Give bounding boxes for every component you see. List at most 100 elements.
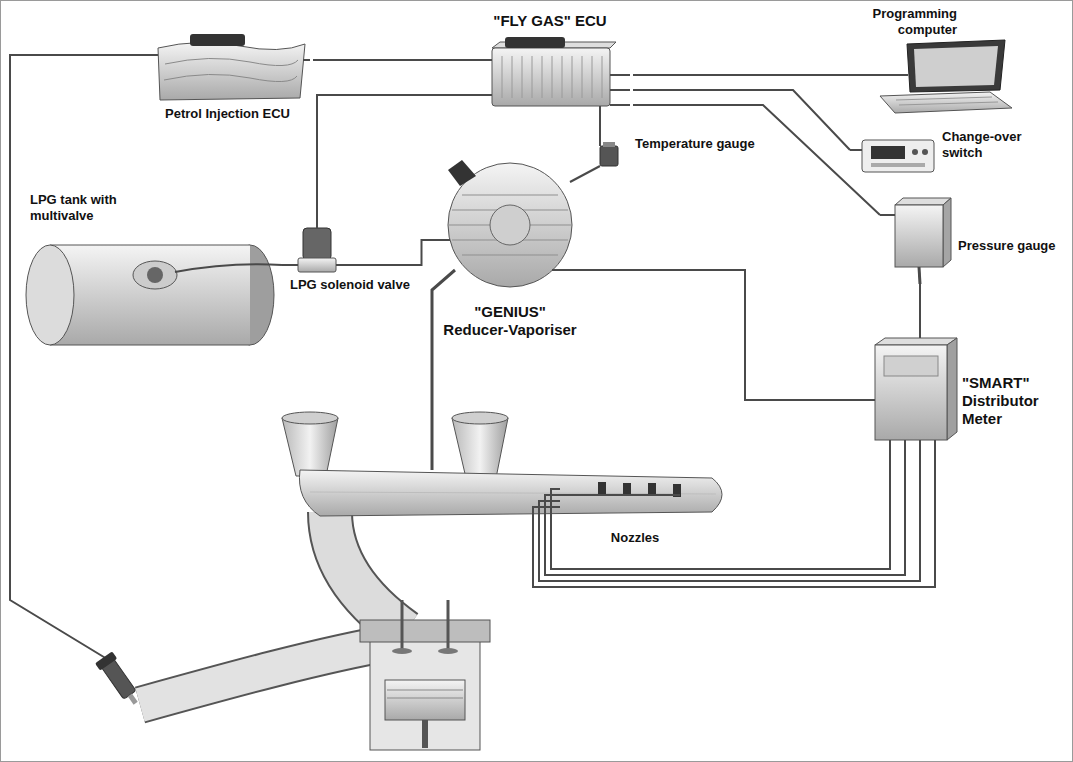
part-label: Change-over switch (942, 129, 1064, 160)
flygas-ecu-unit (599, 106, 601, 112)
component-node: Change-over switch (850, 125, 1067, 180)
distributor-meter (919, 440, 921, 478)
nozzle-tubes (539, 478, 920, 581)
component-node: "GENIUS" Reducer-Vaporiser (425, 155, 595, 345)
wire-connector (317, 95, 470, 222)
lpg-tank (50, 245, 250, 345)
flygas-ecu-unit (502, 56, 503, 98)
intake-manifold (299, 470, 722, 516)
lpg-tank (26, 245, 282, 345)
part-label: Temperature gauge (635, 136, 770, 152)
engine-cylinder (385, 680, 465, 720)
flygas-ecu-unit (470, 37, 630, 112)
intake-manifold (330, 512, 405, 632)
reducer-vaporiser (425, 239, 450, 241)
petrol-ecu-unit (164, 74, 297, 81)
temperature-sensor (599, 128, 601, 146)
gas-nozzles (560, 494, 680, 496)
intake-manifold (452, 412, 508, 424)
component-node: Temperature gauge (595, 128, 775, 173)
flygas-ecu-unit (492, 48, 610, 106)
solenoid-valve (298, 258, 336, 272)
temperature-sensor (603, 142, 615, 147)
part-label: "FLY GAS" ECU (470, 12, 630, 30)
distributor-meter (919, 330, 921, 338)
distributor-meter (875, 345, 947, 440)
lpg-tank (50, 245, 250, 246)
changeover-switch (850, 149, 862, 151)
wire-connector (418, 240, 425, 265)
pressure-sensor (880, 198, 951, 284)
changeover-switch (871, 163, 925, 167)
flygas-ecu-unit (470, 59, 492, 61)
wire-connector (545, 478, 905, 575)
reducer-vaporiser (432, 270, 455, 470)
gas-nozzles (560, 482, 681, 497)
engine-cylinder (401, 600, 404, 650)
laptop-computer (899, 102, 998, 105)
flygas-ecu-unit (505, 37, 565, 48)
petrol-ecu-unit (303, 59, 310, 61)
pressure-sensor (895, 205, 943, 267)
distributor-meter (875, 338, 957, 345)
solenoid-valve (290, 222, 418, 272)
laptop-computer (835, 74, 908, 76)
reducer-vaporiser (448, 160, 476, 186)
gas-nozzles (598, 482, 606, 495)
flygas-ecu-unit (470, 60, 630, 112)
reducer-vaporiser (570, 166, 600, 182)
component-node: "FLY GAS" ECU (470, 10, 633, 112)
distributor-meter (904, 440, 906, 478)
wire-connector (633, 74, 835, 76)
intake-manifold (282, 412, 338, 424)
pressure-sensor (943, 198, 951, 267)
flygas-ecu-unit (582, 56, 583, 98)
engine-cylinder (447, 600, 450, 650)
engine-cylinder (387, 690, 463, 691)
changeover-switch (912, 149, 918, 155)
petrol-ecu-unit (158, 42, 305, 100)
flygas-ecu-unit (532, 56, 533, 98)
component-node: "SMART" Distributor Meter (862, 330, 1066, 478)
engine-cylinder (360, 600, 490, 750)
engine-cylinder (438, 648, 458, 654)
reducer-vaporiser (462, 195, 558, 196)
laptop-computer (907, 40, 1005, 92)
part-label: LPG solenoid valve (290, 277, 415, 293)
wire-connector (282, 264, 290, 266)
nozzle-tubes (533, 478, 935, 587)
petrol-injector (128, 694, 138, 705)
intake-manifold (452, 418, 508, 478)
temperature-sensor (600, 128, 618, 166)
solenoid-valve (290, 264, 298, 266)
lpg-tank (26, 245, 74, 345)
lpg-tank (133, 261, 177, 289)
part-label: Nozzles (560, 530, 710, 546)
flygas-ecu-unit (610, 104, 630, 106)
distributor-meter (862, 330, 957, 478)
component-node: Nozzles (560, 470, 713, 552)
part-label: LPG tank with multivalve (30, 192, 148, 223)
wire-connector (919, 284, 921, 330)
changeover-switch (850, 140, 934, 172)
intake-manifold (282, 418, 338, 476)
part-label: Pressure gauge (958, 238, 1064, 254)
reducer-vaporiser (552, 269, 595, 271)
wire-connector (633, 105, 880, 215)
lpg-tank (175, 264, 282, 272)
flygas-ecu-unit (502, 56, 602, 98)
laptop-computer (896, 97, 992, 100)
distributor-meter (862, 330, 935, 478)
flygas-ecu-unit (542, 56, 543, 98)
wire-connector (599, 112, 601, 128)
lpg-tank (50, 345, 250, 346)
petrol-injector (95, 651, 144, 709)
laptop-computer (880, 92, 1012, 113)
solenoid-valve (316, 222, 318, 228)
nozzle-tubes (533, 478, 935, 587)
petrol-ecu-unit (190, 34, 245, 46)
changeover-switch (862, 140, 934, 172)
engine-cylinder (392, 648, 412, 654)
